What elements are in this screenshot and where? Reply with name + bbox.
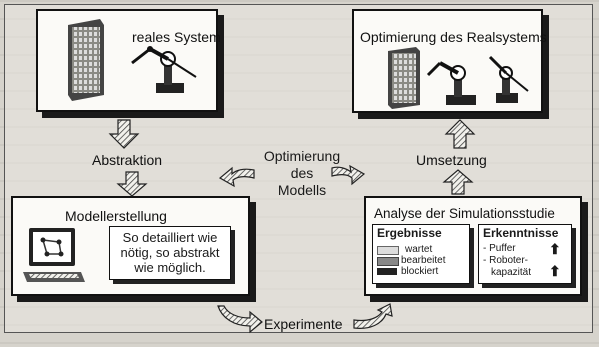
up-arrow-icon: ⬆ <box>549 263 561 279</box>
finding-robot: - Roboter- <box>483 255 529 266</box>
legend-swatch-blocked <box>377 268 397 275</box>
results-box: Ergebnisse wartet bearbeitet blockiert <box>372 224 470 284</box>
model-note-line-1: So detailliert wie <box>122 230 218 245</box>
legend-label-processing: bearbeitet <box>401 255 446 266</box>
real-system-box: reales System <box>36 9 221 112</box>
model-optimization-arrow-left <box>218 166 255 188</box>
shelf-robot-illustration <box>68 19 197 101</box>
optimization-title: Optimierung des Realsystems <box>360 29 547 45</box>
abstraction-label: Abstraktion <box>92 152 163 168</box>
model-creation-box: Modellerstellung So detailliert wie nöti… <box>11 196 250 296</box>
findings-title: Erkenntnisse <box>483 226 559 240</box>
finding-buffer: - Puffer <box>483 243 516 254</box>
optimized-shelf-robot-illustration <box>388 47 529 109</box>
legend-swatch-waiting <box>377 246 399 255</box>
model-optimization-line-2: des <box>290 165 314 181</box>
computer-icon <box>23 228 85 282</box>
model-optimization-line-1: Optimierung <box>263 148 341 164</box>
experiments-label: Experimente <box>264 316 343 332</box>
results-title: Ergebnisse <box>377 226 442 240</box>
abstraction-arrow-top <box>108 119 140 149</box>
optimization-box: Optimierung des Realsystems <box>352 9 547 113</box>
up-arrow-icon: ⬆ <box>549 241 561 257</box>
model-optimization-label: Optimierung des Modells <box>262 148 342 199</box>
legend-label-blocked: blockiert <box>401 266 439 277</box>
model-note-line-2: nötig, so abstrakt <box>120 245 220 260</box>
abstraction-arrow-bottom <box>116 171 148 197</box>
finding-capacity: kapazität <box>491 267 532 278</box>
findings-box: Erkenntnisse - Puffer - Roboter- kapazit… <box>478 224 572 284</box>
experiments-arrow-left <box>217 305 263 334</box>
real-system-title: reales System <box>132 29 221 45</box>
analysis-title: Analyse der Simulationsstudie <box>374 206 555 221</box>
implementation-label: Umsetzung <box>416 152 487 168</box>
model-optimization-arrow-right <box>331 164 366 186</box>
model-note-box: So detailliert wie nötig, so abstrakt wi… <box>109 226 231 280</box>
model-creation-title: Modellerstellung <box>65 208 167 224</box>
model-note-line-3: wie möglich. <box>134 260 206 275</box>
analysis-box: Analyse der Simulationsstudie Ergebnisse… <box>364 196 582 296</box>
implementation-arrow-top <box>444 119 476 149</box>
model-optimization-line-3: Modells <box>277 182 327 198</box>
legend-swatch-processing <box>377 257 399 266</box>
implementation-arrow-bottom <box>442 169 474 195</box>
legend-label-waiting: wartet <box>405 244 433 255</box>
experiments-arrow-right <box>353 303 393 329</box>
